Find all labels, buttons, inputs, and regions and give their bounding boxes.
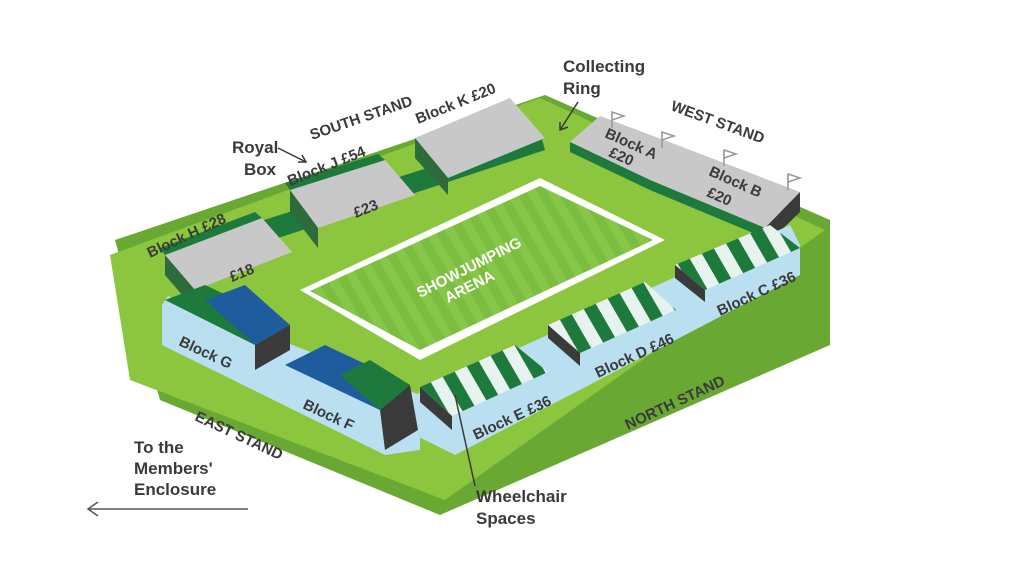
collecting-ring-label-2: Ring	[563, 79, 601, 98]
royal-box-arrow-icon	[277, 147, 308, 163]
east-stand-facade	[162, 296, 420, 455]
south-stand-label: SOUTH STAND	[308, 93, 415, 144]
block-k[interactable]	[415, 98, 545, 195]
wheelchair-label-1: Wheelchair	[476, 487, 567, 506]
wheelchair-arrow-icon	[454, 394, 476, 487]
block-e[interactable]	[420, 345, 548, 430]
block-a[interactable]	[570, 116, 685, 190]
flag-icon	[611, 110, 803, 190]
block-g[interactable]	[165, 285, 290, 370]
members-label-3: Enclosure	[134, 480, 216, 499]
showjumping-arena[interactable]	[300, 178, 665, 360]
block-d[interactable]	[548, 282, 676, 366]
royal-box-label-2: Box	[244, 160, 277, 179]
collecting-ring-label-1: Collecting	[563, 57, 645, 76]
block-j[interactable]	[285, 154, 415, 248]
block-f[interactable]	[285, 345, 418, 450]
wheelchair-label-2: Spaces	[476, 509, 536, 528]
block-c[interactable]	[675, 225, 800, 302]
collecting-ring-arrow-icon	[559, 101, 579, 132]
royal-box-label-1: Royal	[232, 138, 278, 157]
members-label-1: To the	[134, 438, 184, 457]
members-arrow-icon	[86, 501, 248, 517]
west-stand-label: WEST STAND	[669, 98, 767, 148]
members-label-2: Members'	[134, 459, 213, 478]
